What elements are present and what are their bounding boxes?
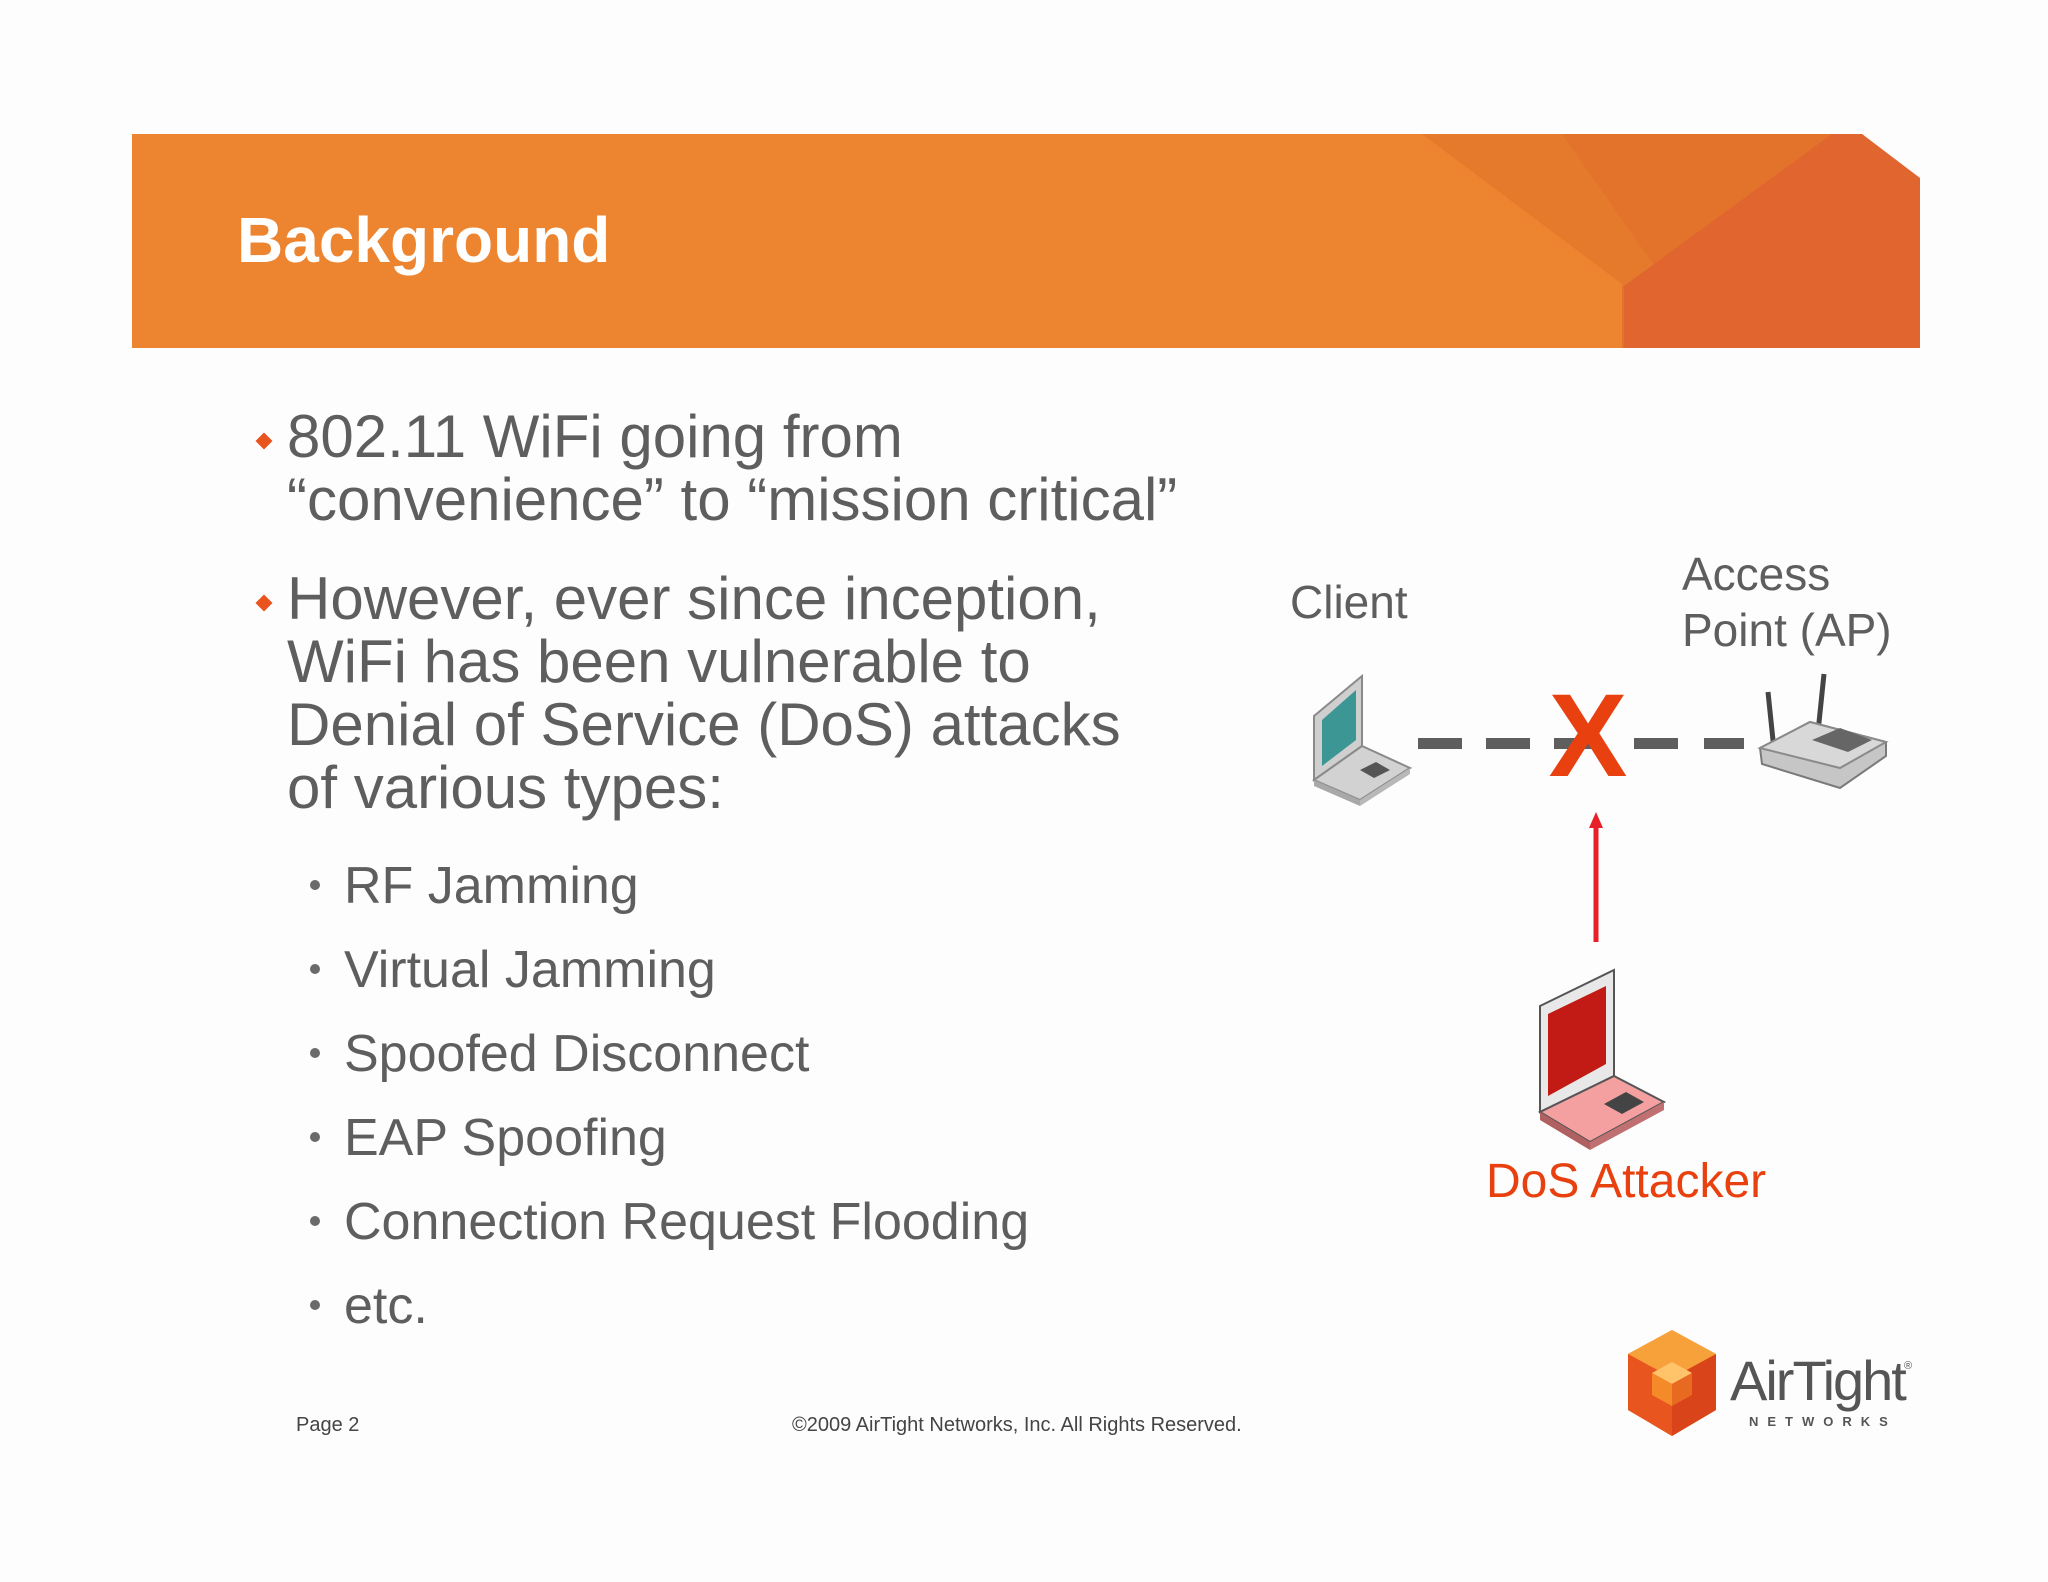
sub-bullet-text: Connection Request Flooding <box>344 1193 1030 1251</box>
title-banner <box>132 134 1920 348</box>
dot-bullet-icon <box>310 1132 320 1142</box>
page-number: Page 2 <box>296 1414 360 1436</box>
sub-bullet-text: Spoofed Disconnect <box>344 1025 810 1083</box>
dot-bullet-icon <box>310 1216 320 1226</box>
sub-bullet-item: Connection Request Flooding <box>306 1192 1029 1276</box>
bullet-line: of various types: <box>287 754 724 821</box>
airtight-cube-icon <box>1628 1330 1716 1436</box>
copyright-notice: ©2009 AirTight Networks, Inc. All Rights… <box>792 1414 1242 1436</box>
bullet-line: 802.11 WiFi going from <box>287 403 903 470</box>
sub-bullet-text: etc. <box>344 1277 428 1335</box>
bullet-list: 802.11 WiFi going from “convenience” to … <box>252 405 1252 855</box>
connection-dashes <box>1418 738 1744 749</box>
sub-bullet-item: RF Jamming <box>306 856 1029 940</box>
attacker-laptop-icon <box>1537 968 1667 1150</box>
diamond-bullet-icon <box>255 594 273 612</box>
access-point-label: Access Point (AP) <box>1682 546 1892 658</box>
airtight-logo: AirTight ® NETWORKS <box>1622 1326 1922 1446</box>
bullet-line: Denial of Service (DoS) attacks <box>287 691 1121 758</box>
bullet-line: WiFi has been vulnerable to <box>287 628 1031 695</box>
sub-bullet-list: RF Jamming Virtual Jamming Spoofed Disco… <box>306 856 1029 1360</box>
dot-bullet-icon <box>310 880 320 890</box>
access-point-router-icon <box>1757 673 1889 790</box>
client-label: Client <box>1290 576 1408 628</box>
sub-bullet-text: EAP Spoofing <box>344 1109 667 1167</box>
dos-attacker-label: DoS Attacker <box>1486 1155 1767 1208</box>
blocked-x-mark: X <box>1549 670 1628 802</box>
sub-bullet-item: EAP Spoofing <box>306 1108 1029 1192</box>
dot-bullet-icon <box>310 1300 320 1310</box>
access-point-label-line: Access <box>1682 548 1831 600</box>
sub-bullet-text: RF Jamming <box>344 857 639 915</box>
logo-registered-mark: ® <box>1904 1360 1913 1372</box>
bullet-item: However, ever since inception, WiFi has … <box>252 567 1252 819</box>
access-point-label-line: Point (AP) <box>1682 604 1892 656</box>
diamond-bullet-icon <box>255 432 273 450</box>
slide-title: Background <box>237 204 611 276</box>
bullet-line: “convenience” to “mission critical” <box>287 466 1178 533</box>
sub-bullet-item: Spoofed Disconnect <box>306 1024 1029 1108</box>
attack-arrow <box>1589 812 1603 942</box>
logo-wordmark: AirTight <box>1730 1349 1907 1412</box>
bullet-line: However, ever since inception, <box>287 565 1101 632</box>
sub-bullet-item: etc. <box>306 1276 1029 1360</box>
logo-subtitle: NETWORKS <box>1749 1414 1897 1429</box>
sub-bullet-item: Virtual Jamming <box>306 940 1029 1024</box>
bullet-item: 802.11 WiFi going from “convenience” to … <box>252 405 1252 531</box>
sub-bullet-text: Virtual Jamming <box>344 941 716 999</box>
client-laptop-icon <box>1311 673 1413 806</box>
dos-diagram: X <box>1311 670 1889 1150</box>
dot-bullet-icon <box>310 1048 320 1058</box>
dot-bullet-icon <box>310 964 320 974</box>
